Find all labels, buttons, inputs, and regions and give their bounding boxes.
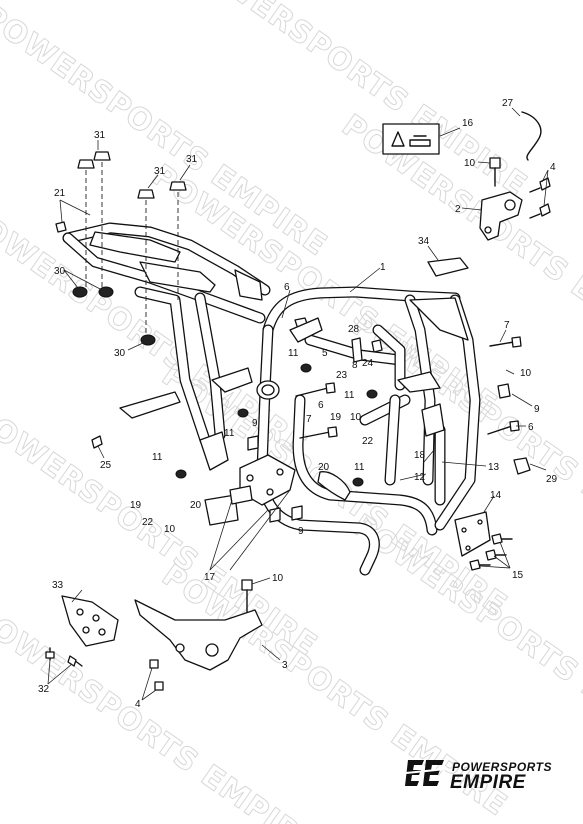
callout-21: 21 xyxy=(54,188,66,199)
plate-14 xyxy=(454,511,491,557)
callout-7: 7 xyxy=(504,320,510,331)
brand-line-1: POWERSPORTS xyxy=(452,760,552,774)
callout-32: 32 xyxy=(38,684,50,695)
sub-frame xyxy=(62,222,271,471)
callout-18: 18 xyxy=(414,450,426,461)
callout-11: 11 xyxy=(354,462,365,473)
callout-30: 30 xyxy=(54,266,66,277)
callout-1: 1 xyxy=(380,262,386,273)
callout-8: 8 xyxy=(352,360,358,371)
callout-6: 6 xyxy=(528,422,534,433)
callout-29: 29 xyxy=(546,474,558,485)
callout-11: 11 xyxy=(152,452,163,463)
callout-33: 33 xyxy=(52,580,64,591)
brand-line-2: EMPIRE xyxy=(450,772,526,793)
callout-20: 20 xyxy=(190,500,202,511)
powersports-empire-logo: POWERSPORTS EMPIRE xyxy=(404,754,564,794)
callout-6: 6 xyxy=(284,282,290,293)
callout-13: 13 xyxy=(488,462,500,473)
callout-10: 10 xyxy=(464,158,476,169)
callout-22: 22 xyxy=(142,517,154,528)
callout-34: 34 xyxy=(418,236,430,247)
leader-lines xyxy=(47,107,549,701)
callout-3: 3 xyxy=(282,660,288,671)
callout-20: 20 xyxy=(318,462,330,473)
callout-31: 31 xyxy=(186,154,198,165)
callout-5: 5 xyxy=(322,348,328,359)
callout-22: 22 xyxy=(362,436,374,447)
main-frame xyxy=(204,286,481,576)
callout-31: 31 xyxy=(94,130,106,141)
warning-label-icon xyxy=(382,123,440,155)
callout-10: 10 xyxy=(164,524,176,535)
pe-logo-icon xyxy=(405,760,447,786)
pad-34 xyxy=(427,257,469,277)
hanger-3 xyxy=(134,599,263,671)
callout-10: 10 xyxy=(520,368,532,379)
callout-28: 28 xyxy=(348,324,360,335)
callout-10: 10 xyxy=(272,573,284,584)
callout-7: 7 xyxy=(306,414,312,425)
callout-31: 31 xyxy=(154,166,166,177)
callout-19: 19 xyxy=(130,500,142,511)
callout-27: 27 xyxy=(502,98,514,109)
callout-24: 24 xyxy=(362,358,374,369)
callout-19: 19 xyxy=(330,412,342,423)
callout-16: 16 xyxy=(462,118,474,129)
callout-11: 11 xyxy=(344,390,355,401)
callout-23: 23 xyxy=(336,370,348,381)
callout-9: 9 xyxy=(252,418,258,429)
callout-9: 9 xyxy=(298,526,304,537)
plate-33 xyxy=(61,595,119,647)
callout-17: 17 xyxy=(204,572,216,583)
callout-11: 11 xyxy=(224,428,235,439)
small-parts xyxy=(45,111,551,691)
callout-11: 11 xyxy=(288,348,299,359)
callout-12: 12 xyxy=(414,472,426,483)
callout-15: 15 xyxy=(512,570,524,581)
callout-10: 10 xyxy=(350,412,362,423)
callout-2: 2 xyxy=(455,204,461,215)
callout-4: 4 xyxy=(550,162,556,173)
callout-30: 30 xyxy=(114,348,126,359)
callout-14: 14 xyxy=(490,490,502,501)
callout-labels: 1 2 3 4 4 5 6 6 6 7 7 8 9 9 9 10 10 10 1… xyxy=(38,98,558,710)
callout-4: 4 xyxy=(135,699,141,710)
callout-9: 9 xyxy=(534,404,540,415)
callout-6: 6 xyxy=(318,400,324,411)
callout-25: 25 xyxy=(100,460,112,471)
